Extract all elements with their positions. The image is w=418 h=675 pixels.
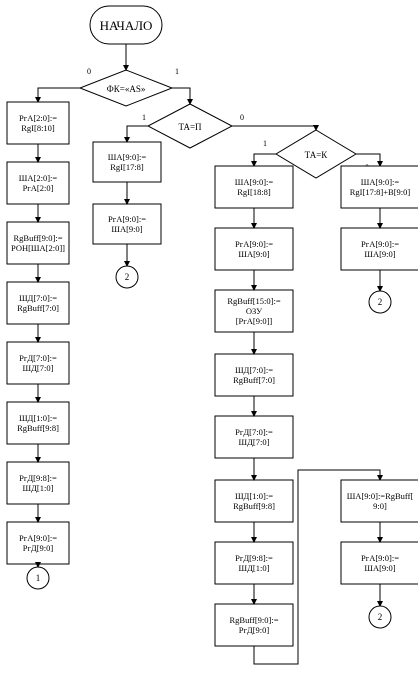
k-block-5-text: РгД[7:0]:= [235, 427, 273, 437]
k-block-3-text: [РгА[9:0]] [236, 316, 273, 326]
process-blocks: РгА[2:0]:=RgI[8:10] ША[2:0]:=РгА[2:0] RgBu… [6, 101, 418, 665]
k-tail-block-2-text: РгА[9:0]:= [361, 553, 399, 563]
left-connector [26, 566, 50, 590]
flow-fk-yes [172, 87, 193, 105]
k-tail-block-1-text: 9:0] [373, 501, 387, 511]
left-block-6-text: RgBuff[9:8] [17, 423, 59, 433]
left-block-6 [6, 401, 70, 445]
fk-no-label: 0 [87, 67, 91, 76]
flow-ta-k-yes [251, 153, 276, 167]
k-block-1-text: RgI[18:8] [237, 187, 271, 197]
k-tail-block-1-text: ША[9:0]:=RgBuff[ [347, 491, 414, 501]
left-block-4-text: RgBuff[7:0] [17, 303, 59, 313]
p-block-2 [92, 203, 162, 245]
else-block-2-text: ША[9:0] [364, 249, 395, 259]
decision-ta-k-label: ТА=К [305, 150, 329, 160]
p-block-1-text: RgI[17:8] [110, 162, 144, 172]
k-block-6-text: RgBuff[9:8] [233, 501, 275, 511]
p-block-2-text: ША[9:0] [111, 224, 142, 234]
k-block-2-text: ША[9:0] [238, 249, 269, 259]
left-block-4 [6, 281, 70, 325]
k-block-5-text: ШД[7:0] [239, 437, 270, 447]
k-block-3-text: ОЗУ [246, 306, 263, 316]
p-block-1-text: ША[9:0]:= [108, 152, 147, 162]
ta-k-yes-label: 1 [263, 139, 267, 148]
k-block-5 [214, 415, 294, 459]
left-block-7-text: РгД[9:8]:= [19, 473, 57, 483]
k-block-8-text: РгД[9:0] [239, 625, 270, 635]
left-block-5-text: ШД[7:0] [23, 363, 54, 373]
left-block-1-text: РгА[2:0]:= [19, 113, 57, 123]
left-block-7-text: ШД[1:0] [23, 483, 54, 493]
k-block-2-text: РгА[9:0]:= [235, 239, 273, 249]
left-block-8-text: РгД[9:0] [23, 543, 54, 553]
left-block-4-text: ШД[7:0]:= [19, 293, 57, 303]
left-block-3-text: РОН[ША[2:0]] [11, 243, 65, 253]
else-block-2-text: РгА[9:0]:= [361, 239, 399, 249]
p-connector-label: 2 [125, 272, 130, 282]
else-block-1 [340, 165, 418, 209]
k-block-8-text: RgBuff[9:0]:= [229, 615, 278, 625]
k-block-3 [214, 289, 294, 333]
ta-p-yes-label: 1 [142, 113, 146, 122]
k-block-8 [214, 603, 294, 647]
left-block-1-text: RgI[8:10] [21, 123, 55, 133]
flow-ta-k-no [356, 153, 383, 167]
k-block-7-text: РгД[9:8]:= [235, 553, 273, 563]
else-connector [368, 290, 392, 314]
decision-ta-p-label: ТА=П [178, 122, 202, 132]
decision-ta-p [146, 103, 234, 149]
decision-fk [78, 69, 174, 107]
k-block-4-text: ШД[7:0]:= [235, 365, 273, 375]
decision-fk-label: ФК=«AS» [107, 84, 146, 94]
start-label: НАЧАЛО [100, 18, 153, 33]
p-connector [115, 265, 139, 289]
left-block-8 [6, 521, 70, 565]
else-block-1-text: ША[9:0]:= [361, 177, 400, 187]
k-tail-connector [368, 605, 392, 629]
left-block-5-text: РгД[7:0]:= [19, 353, 57, 363]
k-block-7 [214, 541, 294, 585]
else-connector-label: 2 [378, 297, 383, 307]
k-block-6-text: ШД[1:0]:= [235, 491, 273, 501]
k-flow-to-tail [253, 469, 383, 665]
k-tail-block-2-text: ША[9:0] [364, 563, 395, 573]
flow-ta-p-no [232, 125, 319, 131]
left-block-6-text: ШД[1:0]:= [19, 413, 57, 423]
p-block-1 [92, 141, 162, 183]
k-block-1-text: ША[9:0]:= [235, 177, 274, 187]
ta-p-no-label: 0 [240, 113, 244, 122]
k-block-3-text: RgBuff[15:0]:= [227, 296, 280, 306]
decision-ta-k [275, 129, 357, 179]
left-block-3 [6, 221, 70, 265]
left-block-7 [6, 461, 70, 505]
k-tail-connector-label: 2 [378, 612, 383, 622]
left-block-2-text: РгА[2:0] [23, 183, 54, 193]
left-block-2-text: ША[2:0]:= [19, 173, 58, 183]
k-block-2 [214, 227, 294, 271]
k-block-7-text: ШД[1:0] [239, 563, 270, 573]
left-block-8-text: РгА[9:0]:= [19, 533, 57, 543]
p-block-2-text: РгА[9:0]:= [108, 214, 146, 224]
fk-yes-label: 1 [175, 67, 179, 76]
left-connector-label: 1 [36, 573, 41, 583]
flow-fk-no [35, 87, 80, 103]
flow-ta-p-yes [124, 125, 148, 143]
k-block-4-text: RgBuff[7:0] [233, 375, 275, 385]
left-block-3-text: RgBuff[9:0]:= [13, 233, 62, 243]
else-block-2 [340, 227, 418, 271]
else-block-1-text: RgI[17:8]+B[9:0] [350, 187, 411, 197]
